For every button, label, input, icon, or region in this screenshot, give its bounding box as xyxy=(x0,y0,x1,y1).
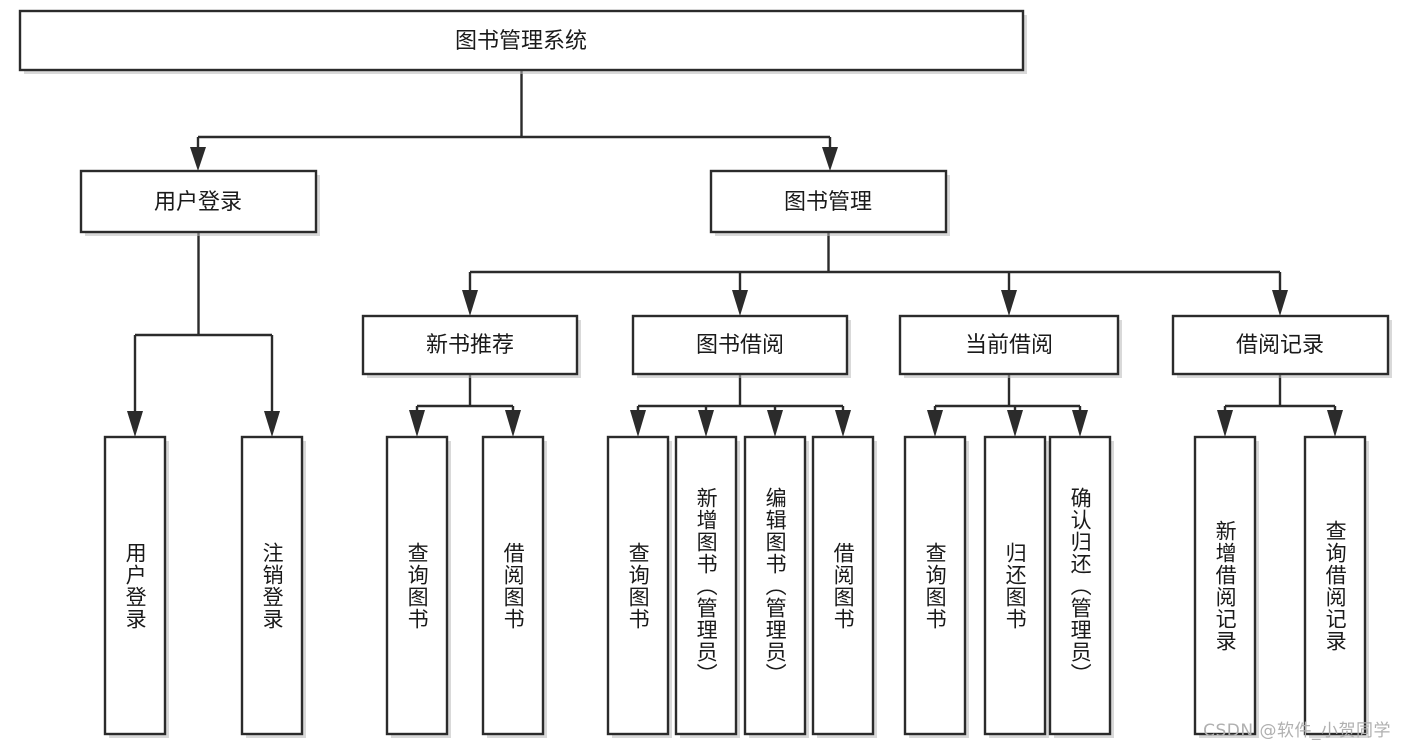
root-node-box[interactable] xyxy=(18,9,1025,72)
book-borrow-node-label: 图书借阅 xyxy=(696,333,784,358)
arrow-leaf-return-book xyxy=(1007,410,1023,437)
arrow-leaf-logout xyxy=(264,411,280,437)
arrow-user-login xyxy=(190,147,206,171)
arrow-leaf-borrow-book-rec xyxy=(505,410,521,437)
book-manage-node-box[interactable] xyxy=(709,169,948,234)
arrow-leaf-add-book xyxy=(698,410,714,437)
connector-layer xyxy=(127,70,1343,437)
book-manage-node-label: 图书管理 xyxy=(784,190,872,215)
arrow-borrow-record xyxy=(1272,290,1288,316)
current-borrow-node-label: 当前借阅 xyxy=(965,333,1053,358)
leaf-query-record-box[interactable] xyxy=(1303,435,1367,736)
leaf-return-book-box[interactable] xyxy=(983,435,1047,736)
arrow-book-borrow xyxy=(732,290,748,316)
root-node-label: 图书管理系统 xyxy=(455,29,587,54)
node-layer: 图书管理系统 用户登录 图书管理 新书推荐 图书借阅 当前借阅 借阅记录 xyxy=(18,9,1392,738)
arrow-leaf-query-book-rec xyxy=(409,410,425,437)
leaf-borrow-book-box[interactable] xyxy=(811,435,875,736)
arrow-leaf-add-record xyxy=(1217,410,1233,437)
leaf-add-record-box[interactable] xyxy=(1193,435,1257,736)
book-borrow-node-box[interactable] xyxy=(631,314,849,376)
leaf-query-book-borrow-box[interactable] xyxy=(606,435,670,736)
leaf-logout-box[interactable] xyxy=(240,435,304,736)
user-login-node-label: 用户登录 xyxy=(154,190,242,215)
arrow-leaf-confirm-return xyxy=(1072,410,1088,437)
leaf-user-login-box[interactable] xyxy=(103,435,167,736)
arrow-book-manage xyxy=(822,147,838,171)
leaf-confirm-return-box[interactable] xyxy=(1048,435,1112,736)
leaf-query-book-rec-box[interactable] xyxy=(385,435,449,736)
borrow-record-node-box[interactable] xyxy=(1171,314,1390,376)
leaf-borrow-book-rec-box[interactable] xyxy=(481,435,545,736)
arrow-new-book-rec xyxy=(462,290,478,316)
new-book-rec-node-box[interactable] xyxy=(361,314,579,376)
arrow-leaf-query-book-cur xyxy=(927,410,943,437)
arrow-current-borrow xyxy=(1001,290,1017,316)
watermark-text: CSDN @软件_小贺同学 xyxy=(1203,721,1391,741)
arrow-leaf-user-login xyxy=(127,411,143,437)
arrow-leaf-query-record xyxy=(1327,410,1343,437)
new-book-rec-node-label: 新书推荐 xyxy=(426,333,514,358)
current-borrow-node-box[interactable] xyxy=(898,314,1120,376)
arrow-leaf-borrow-book xyxy=(835,410,851,437)
leaf-edit-book-box[interactable] xyxy=(743,435,807,736)
leaf-box-group xyxy=(103,435,1369,738)
leaf-add-book-box[interactable] xyxy=(674,435,738,736)
arrow-leaf-query-book-borrow xyxy=(630,410,646,437)
leaf-query-book-cur-box[interactable] xyxy=(903,435,967,736)
arrow-leaf-edit-book xyxy=(767,410,783,437)
user-login-node-box[interactable] xyxy=(79,169,318,234)
borrow-record-node-label: 借阅记录 xyxy=(1236,333,1324,358)
